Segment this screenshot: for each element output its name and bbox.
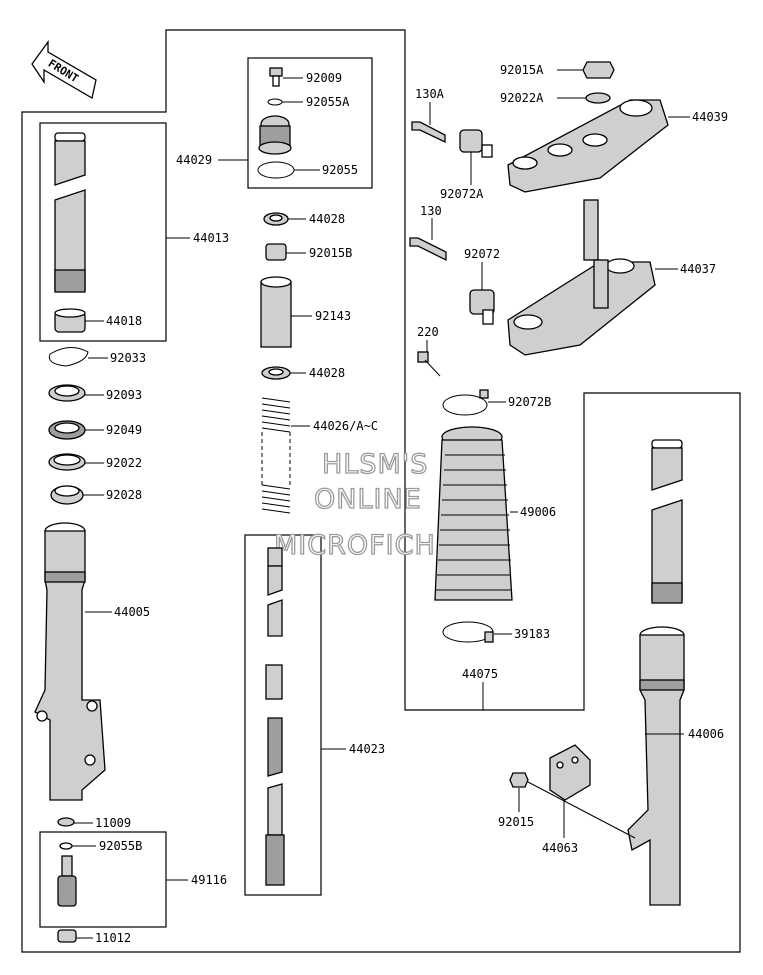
left-assembly-outline xyxy=(21,29,741,953)
label-44039: 44039 xyxy=(692,110,728,124)
label-44006: 44006 xyxy=(688,727,724,741)
seat-44028-top-icon xyxy=(263,212,289,226)
label-92072A: 92072A xyxy=(440,187,484,201)
label-220: 220 xyxy=(417,325,439,339)
label-92033: 92033 xyxy=(110,351,146,365)
label-92022: 92022 xyxy=(106,456,142,470)
o-ring-92055-icon xyxy=(257,161,295,179)
label-92009: 92009 xyxy=(306,71,342,85)
label-130: 130 xyxy=(420,204,442,218)
circlip-icon xyxy=(48,347,89,367)
label-49006: 49006 xyxy=(520,505,556,519)
clamp-92072B-icon xyxy=(442,389,489,416)
label-39183: 39183 xyxy=(514,627,550,641)
bushing-icon xyxy=(54,308,86,333)
gasket-11009-icon xyxy=(57,817,75,827)
label-92143: 92143 xyxy=(315,309,351,323)
label-44028-bottom: 44028 xyxy=(309,366,345,380)
o-ring-92055A-icon xyxy=(267,98,283,106)
band-39183-icon xyxy=(442,621,494,643)
upper-bracket-icon xyxy=(507,99,669,193)
leader-lines xyxy=(72,69,690,939)
label-92015B: 92015B xyxy=(309,246,352,260)
front-arrow-icon: FRONT xyxy=(31,40,97,100)
outer-tube-left-icon xyxy=(34,522,106,801)
washer-92022A-icon xyxy=(585,92,611,104)
label-92028: 92028 xyxy=(106,488,142,502)
nut-92015-icon xyxy=(509,772,529,788)
nut-92015A-icon xyxy=(582,61,615,79)
label-44075: 44075 xyxy=(462,667,498,681)
label-92049: 92049 xyxy=(106,423,142,437)
label-92015: 92015 xyxy=(498,815,534,829)
bushing-92028-icon xyxy=(50,485,84,505)
outer-tube-right-icon xyxy=(627,626,685,906)
seat-44028-bottom-icon xyxy=(261,366,291,380)
clamp-44063-icon xyxy=(549,744,591,801)
inner-tube-right-icon xyxy=(651,439,683,604)
bolt-130A-icon xyxy=(411,121,446,144)
label-44018: 44018 xyxy=(106,314,142,328)
label-92055A: 92055A xyxy=(306,95,350,109)
label-92093: 92093 xyxy=(106,388,142,402)
label-130A: 130A xyxy=(415,87,445,101)
label-92072: 92072 xyxy=(464,247,500,261)
cap-11012-icon xyxy=(57,929,77,943)
watermark-line-1: HLSM'S xyxy=(322,449,428,480)
clamp-92072-icon xyxy=(469,289,495,325)
label-92022A: 92022A xyxy=(500,91,544,105)
inner-tube-icon xyxy=(54,132,86,293)
watermark-line-2: ONLINE xyxy=(314,484,422,515)
label-44005: 44005 xyxy=(114,605,150,619)
fork-cap-icon xyxy=(258,115,292,155)
part-labels: 92009 92055A 44029 92055 44028 44013 920… xyxy=(95,63,728,945)
label-92055: 92055 xyxy=(322,163,358,177)
dust-seal-icon xyxy=(48,384,86,402)
washer-92022-icon xyxy=(48,453,86,471)
lower-bracket-icon xyxy=(507,199,656,356)
label-92072B: 92072B xyxy=(508,395,551,409)
clamp-92072A-icon xyxy=(459,129,493,158)
label-44029: 44029 xyxy=(176,153,212,167)
label-11009: 11009 xyxy=(95,816,131,830)
spacer-92143-icon xyxy=(260,276,292,348)
damper-rod-box xyxy=(244,534,322,896)
watermark-line-3: MICROFICHE xyxy=(274,530,454,561)
label-49116: 49116 xyxy=(191,873,227,887)
damper-rod-icon xyxy=(265,547,285,886)
spring-icon xyxy=(261,397,291,514)
label-44028-top: 44028 xyxy=(309,212,345,226)
label-92015A: 92015A xyxy=(500,63,544,77)
screw-220-icon xyxy=(417,351,441,377)
bolt-92009-icon xyxy=(269,67,283,87)
watermark: HLSM'S ONLINE MICROFICHE xyxy=(273,448,454,561)
fork-boot-icon xyxy=(434,426,513,601)
label-11012: 11012 xyxy=(95,931,131,945)
inner-tube-box xyxy=(39,122,167,342)
label-44023: 44023 xyxy=(349,742,385,756)
label-44013: 44013 xyxy=(193,231,229,245)
label-44063: 44063 xyxy=(542,841,578,855)
valve-icon xyxy=(57,842,77,907)
label-44037: 44037 xyxy=(680,262,716,276)
oil-seal-icon xyxy=(48,420,86,440)
cap-bolt-box xyxy=(247,57,373,189)
nut-92015B-icon xyxy=(265,243,287,261)
bolt-130-icon xyxy=(409,237,447,262)
label-44026: 44026/A~C xyxy=(313,419,378,433)
label-92055B: 92055B xyxy=(99,839,142,853)
